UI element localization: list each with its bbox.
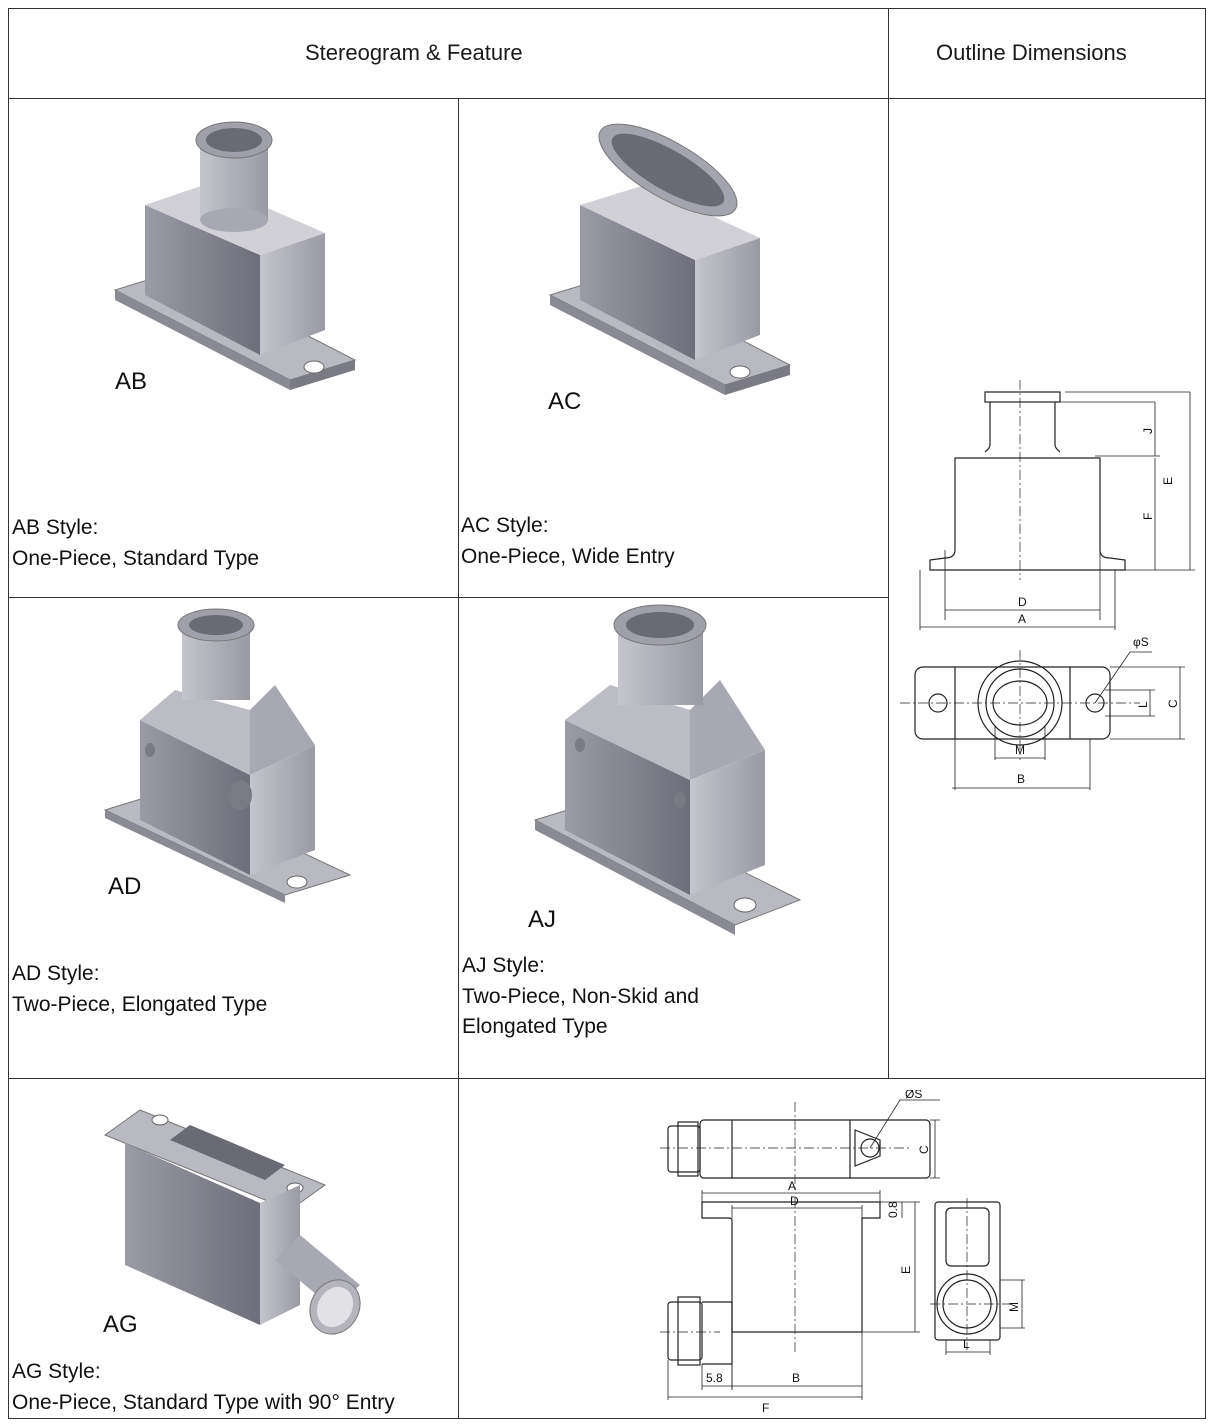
bottom-dim-label-E: E [899,1266,913,1274]
top-dim-label-E: E [1161,477,1175,485]
ab-style-desc: One-Piece, Standard Type [12,547,260,570]
bottom-dim-label-S: ØS [905,1090,922,1101]
header-divider [8,98,1206,99]
bottom-dim-label-C: C [917,1145,931,1154]
column-divider-middle [458,98,459,1419]
top-dim-label-J: J [1141,428,1155,434]
ag-code-label: AG [103,1311,138,1338]
bottom-dim-label-D: D [790,1194,799,1208]
aj-style-desc-line1: Two-Piece, Non-Skid and [462,985,699,1008]
outline-dimensions-drawing-top: D A E J F C L M B φS [900,380,1195,790]
aj-code-label: AJ [528,906,557,933]
ab-code-label: AB [115,368,148,395]
bottom-dim-label-L: L [963,1337,970,1351]
top-dim-label-S: φS [1133,635,1149,649]
column-divider-outline [888,8,889,1078]
ad-style-desc: Two-Piece, Elongated Type [12,993,268,1016]
table-border-right [1205,8,1206,1419]
bottom-dim-label-5.8: 5.8 [706,1371,723,1385]
bottom-dim-label-B: B [792,1371,800,1385]
bottom-dim-label-M: M [1007,1302,1021,1312]
outline-dimensions-drawing-bottom: A D C E 0.8 M L 5.8 B F ØS [660,1090,1025,1415]
row-divider-2 [8,1078,1206,1079]
ac-stereogram-image [548,123,792,395]
header-stereogram: Stereogram & Feature [305,40,523,65]
bottom-dim-label-F: F [762,1401,769,1415]
top-dim-label-M: M [1015,743,1025,757]
ab-style-name: AB Style: [12,516,99,539]
ag-stereogram-image [103,1109,361,1335]
table-border-top [8,8,1206,9]
table-border-left [8,8,9,1419]
aj-stereogram-image [533,604,802,935]
ad-code-label: AD [108,873,142,900]
table-border-bottom [8,1418,1206,1419]
aj-style-name: AJ Style: [462,954,545,977]
ad-stereogram-image [103,608,352,903]
aj-style-desc-line2: Elongated Type [462,1015,608,1038]
ac-code-label: AC [548,388,582,415]
top-dim-label-A: A [1018,612,1026,626]
row-divider-1 [8,597,888,598]
ac-style-name: AC Style: [461,514,549,537]
ac-style-desc: One-Piece, Wide Entry [461,545,675,568]
top-dim-label-B: B [1017,772,1025,786]
bottom-dim-label-A: A [788,1179,796,1193]
ag-style-name: AG Style: [12,1360,101,1383]
ad-style-name: AD Style: [12,962,100,985]
ag-style-desc: One-Piece, Standard Type with 90° Entry [12,1391,395,1414]
ab-stereogram-image [113,121,357,390]
top-dim-label-C: C [1166,699,1180,708]
top-dim-label-L: L [1136,701,1150,708]
bottom-dim-label-0.8: 0.8 [886,1201,900,1218]
top-dim-label-D: D [1018,595,1027,609]
header-outline-dimensions: Outline Dimensions [936,40,1127,65]
top-dim-label-F: F [1141,513,1155,520]
